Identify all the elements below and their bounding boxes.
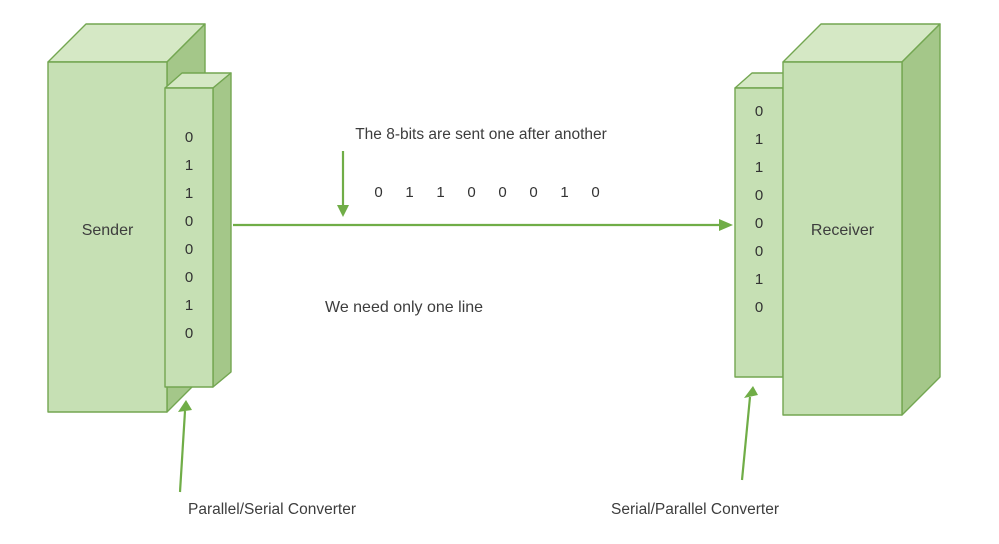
bit: 0 xyxy=(467,184,476,201)
serial-parallel-converter-label: Serial/Parallel Converter xyxy=(611,501,779,518)
bit: 1 xyxy=(184,185,194,202)
converter1-pointer-arrow xyxy=(178,400,192,493)
receiver-parallel-bits: 0 1 1 0 0 0 1 0 xyxy=(735,98,783,322)
receiver-box xyxy=(782,23,941,416)
bit: 1 xyxy=(754,159,764,176)
converter1-front-face xyxy=(164,87,214,388)
bit: 0 xyxy=(184,241,194,258)
sender-box-front-face xyxy=(47,61,168,413)
bit: 0 xyxy=(754,215,764,232)
heading-pointer-arrow xyxy=(337,151,349,217)
bit: 1 xyxy=(560,184,569,201)
bit: 0 xyxy=(184,129,194,146)
parallel-serial-converter-box xyxy=(164,72,232,388)
bit: 1 xyxy=(184,297,194,314)
receiver-box-front-face xyxy=(782,61,903,416)
transmission-arrow xyxy=(233,219,733,231)
sender-label: Sender xyxy=(81,222,134,239)
bit: 1 xyxy=(754,271,764,288)
note-text: We need only one line xyxy=(325,299,484,316)
converter1-side-face xyxy=(212,72,232,388)
parallel-serial-converter-label: Parallel/Serial Converter xyxy=(188,501,356,518)
bit: 0 xyxy=(754,103,764,120)
bit: 0 xyxy=(754,299,764,316)
bit: 0 xyxy=(184,213,194,230)
bit: 0 xyxy=(529,184,538,201)
bit: 1 xyxy=(184,157,194,174)
bit: 1 xyxy=(436,184,445,201)
bit: 0 xyxy=(374,184,383,201)
bit: 0 xyxy=(591,184,600,201)
heading-text: The 8-bits are sent one after another xyxy=(355,126,607,143)
converter2-front-face xyxy=(734,87,784,378)
bit: 0 xyxy=(754,243,764,260)
receiver-box-side-face xyxy=(901,23,941,416)
sender-parallel-bits: 0 1 1 0 0 0 1 0 xyxy=(165,124,213,348)
bit: 1 xyxy=(754,131,764,148)
bit: 0 xyxy=(754,187,764,204)
converter2-pointer-arrow xyxy=(740,386,758,481)
receiver-label: Receiver xyxy=(810,222,875,239)
bit: 1 xyxy=(405,184,414,201)
bit: 0 xyxy=(184,269,194,286)
serial-bits-row: 0 1 1 0 0 0 1 0 xyxy=(374,184,600,201)
bit: 0 xyxy=(184,325,194,342)
bit: 0 xyxy=(498,184,507,201)
